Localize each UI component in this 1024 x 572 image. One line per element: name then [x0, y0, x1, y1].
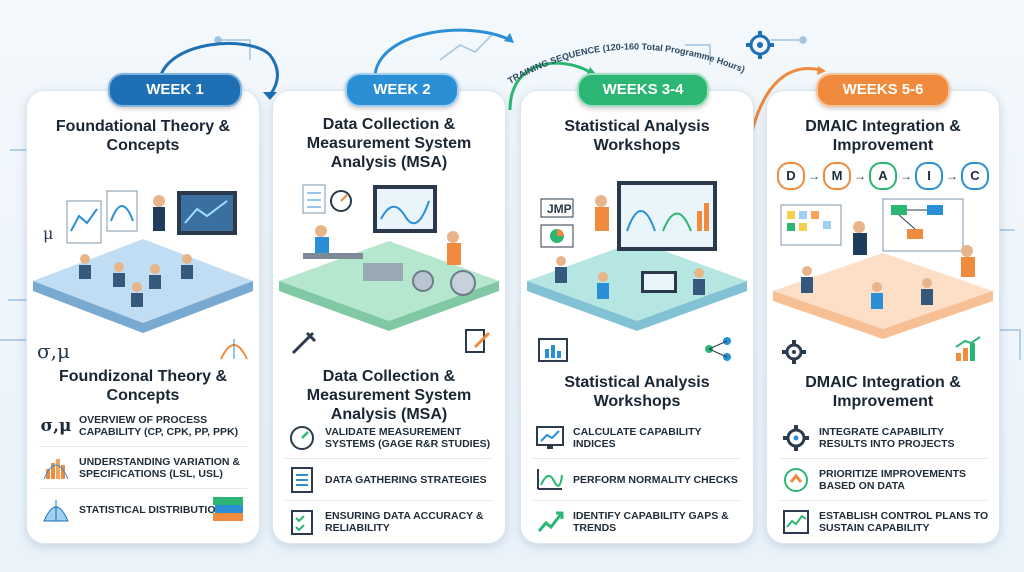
arrow-right-icon: →: [900, 169, 912, 183]
trend-line-icon: [533, 465, 567, 495]
dmaic-step: A: [869, 162, 897, 190]
divider: [533, 458, 741, 459]
dmaic-step: C: [961, 162, 989, 190]
arrow-right-icon: →: [946, 169, 958, 183]
divider: [39, 446, 247, 447]
gear-icon: [782, 340, 806, 364]
list-item: Establish Control Plans to Sustain Capab…: [779, 505, 991, 539]
uptrend-icon: [533, 507, 567, 537]
list-item: Integrate Capability Results into Projec…: [779, 421, 991, 455]
dmaic-flow: D → M → A → I → C: [777, 162, 989, 190]
week34-card: Statistical Analysis Workshops JMP Stati…: [520, 90, 754, 544]
item-text: Perform Normality Checks: [573, 474, 738, 486]
sigma-mu-symbol: σ,μ: [37, 339, 71, 363]
item-text: Calculate Capability Indices: [573, 426, 702, 450]
card-subtitle: Data Collection & Measurement System Ana…: [306, 368, 472, 423]
list-item: σ,μ Overview of Process Capability (Cp, …: [39, 409, 251, 443]
week56-card: DMAIC Integration & Improvement D → M → …: [766, 90, 1000, 544]
divider: [285, 500, 493, 501]
rising-bars-icon: [955, 336, 981, 361]
divider: [779, 458, 987, 459]
week1-pill: WEEK 1: [108, 73, 242, 107]
monitor-chart-icon: [533, 423, 567, 453]
card-title: DMAIC Integration & Improvement: [805, 118, 961, 154]
card-subtitle: DMAIC Integration & Improvement: [805, 374, 961, 410]
priority-arrows-icon: [779, 465, 813, 495]
clipboard-check-icon: [285, 507, 319, 537]
list-item: Statistical Distributions: [39, 493, 251, 527]
item-text: Statistical Distributions: [79, 504, 231, 516]
measurement-illustration: [279, 184, 499, 331]
bell-curve-icon: [39, 495, 73, 525]
jmp-screen-label: JMP: [547, 202, 572, 216]
item-text: Data Gathering Strategies: [325, 474, 487, 486]
item-text: Establish Control Plans to Sustain Capab…: [819, 510, 989, 534]
divider: [779, 500, 987, 501]
divider: [39, 488, 247, 489]
control-chart-icon: [779, 507, 813, 537]
week2-card: Data Collection & Measurement System Ana…: [272, 90, 506, 544]
list-item: Calculate Capability Indices: [533, 421, 745, 455]
list-item: Data Gathering Strategies: [285, 463, 497, 497]
svg-text:μ: μ: [43, 224, 53, 243]
dmaic-step: D: [777, 162, 805, 190]
card-title: Foundational Theory & Concepts: [55, 118, 231, 154]
arrow-right-icon: →: [854, 169, 866, 183]
sigma-mu-icon: σ,μ: [40, 416, 72, 436]
item-text: Identify Capability Gaps & Trends: [573, 510, 729, 534]
week56-pill: WEEKS 5-6: [816, 73, 950, 107]
item-text: Integrate Capability Results into Projec…: [819, 426, 955, 450]
dmaic-team-illustration: [773, 198, 993, 339]
arrow-right-icon: →: [808, 169, 820, 183]
classroom-illustration: μ: [33, 190, 253, 333]
books-icon: [213, 497, 243, 521]
card-subtitle: Statistical Analysis Workshops: [564, 374, 710, 410]
list-item: Ensuring Data Accuracy & Reliability: [285, 505, 497, 539]
dmaic-step: I: [915, 162, 943, 190]
card-title: Data Collection & Measurement System Ana…: [306, 116, 472, 171]
item-text: Overview of Process Capability (Cp, Cpk,…: [79, 414, 239, 438]
week2-pill: WEEK 2: [345, 73, 459, 107]
gear-icon: [779, 423, 813, 453]
checklist-icon: [285, 465, 319, 495]
edit-document-icon: [465, 329, 491, 353]
dmaic-step: M: [823, 162, 851, 190]
divider: [533, 500, 741, 501]
list-item: Identify Capability Gaps & Trends: [533, 505, 745, 539]
week34-pill: WEEKS 3-4: [577, 73, 709, 107]
histogram-icon: [39, 453, 73, 483]
card-title: Statistical Analysis Workshops: [564, 118, 710, 154]
divider: [285, 458, 493, 459]
analysis-workshop-illustration: JMP: [527, 181, 747, 331]
list-item: Understanding Variation & Specifications…: [39, 451, 251, 485]
bell-curve-icon: [220, 339, 248, 360]
item-text: Ensuring Data Accuracy & Reliability: [325, 510, 484, 534]
card-subtitle: Foundizonal Theory & Concepts: [59, 368, 227, 404]
list-item: Validate Measurement Systems (Gage R&R S…: [285, 421, 497, 455]
gauge-icon: [285, 423, 319, 453]
item-text: Understanding Variation & Specifications…: [79, 456, 240, 480]
gear-icon: [746, 31, 774, 59]
list-item: Prioritize Improvements Based on Data: [779, 463, 991, 497]
list-item: Perform Normality Checks: [533, 463, 745, 497]
caliper-icon: [291, 331, 317, 355]
bar-chart-icon: [538, 338, 568, 362]
item-text: Prioritize Improvements Based on Data: [819, 468, 967, 492]
week1-card: Foundational Theory & Concepts μ σ,μ Fou…: [26, 90, 260, 544]
item-text: Validate Measurement Systems (Gage R&R S…: [325, 426, 491, 450]
network-icon: [705, 337, 731, 361]
